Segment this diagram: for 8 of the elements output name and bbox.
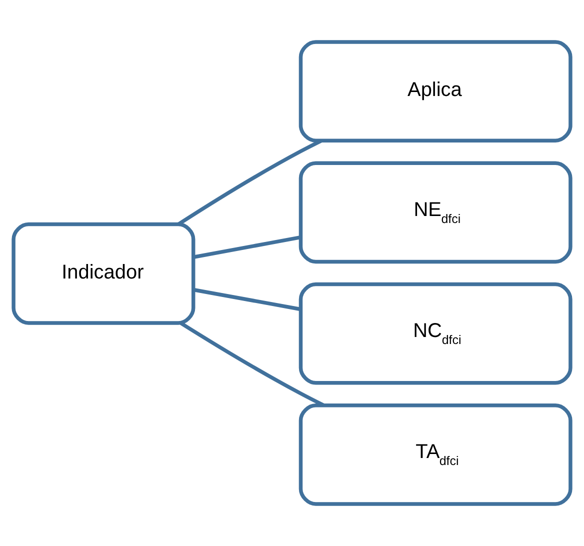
node-box: NE$_{dfci}$	[298, 161, 572, 264]
node-box: NC$_{dfci}$	[298, 282, 572, 385]
node-box: Indicador	[12, 222, 196, 325]
connector	[193, 235, 301, 259]
node-box: Aplica	[298, 40, 572, 143]
connector	[178, 139, 322, 226]
connector	[193, 288, 301, 312]
node-box: TA$_{dfci}$	[298, 403, 572, 506]
